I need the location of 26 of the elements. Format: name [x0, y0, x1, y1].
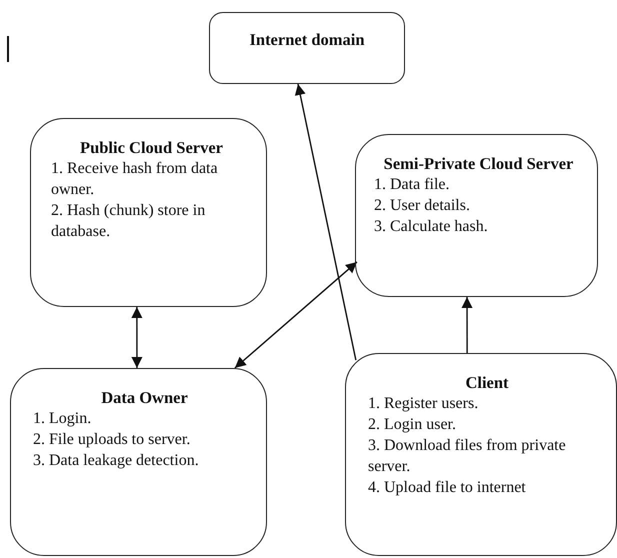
list-item: 1. Receive hash from data owner.	[51, 159, 219, 200]
list-item: 1. Register users.	[368, 394, 480, 414]
arrow	[294, 84, 357, 360]
list-item: 2. File uploads to server.	[33, 430, 192, 450]
rounded-box	[209, 12, 405, 84]
rounded-box	[355, 134, 598, 297]
box-title: Internet domain	[248, 29, 366, 50]
rounded-box	[345, 353, 617, 556]
arrow	[131, 307, 142, 368]
list-item: 3. Calculate hash.	[374, 217, 489, 237]
list-item: 3. Download files from private server.	[368, 436, 567, 477]
list-item: 3. Data leakage detection.	[33, 451, 200, 471]
box-title: Client	[464, 372, 510, 393]
box-title: Data Owner	[100, 387, 189, 408]
arrow	[462, 297, 473, 353]
box-title: Public Cloud Server	[79, 137, 224, 158]
arrow	[234, 261, 358, 369]
list-item: 2. User details.	[374, 196, 471, 216]
list-item: 1. Login.	[33, 409, 92, 429]
list-item: 2. Login user.	[368, 415, 457, 435]
box-title: Semi-Private Cloud Server	[382, 153, 574, 174]
list-item: 2. Hash (chunk) store in database.	[51, 201, 206, 242]
list-item: 4. Upload file to internet	[368, 478, 527, 498]
rounded-box	[10, 368, 267, 556]
rounded-box	[30, 118, 267, 307]
list-item: 1. Data file.	[374, 175, 451, 195]
